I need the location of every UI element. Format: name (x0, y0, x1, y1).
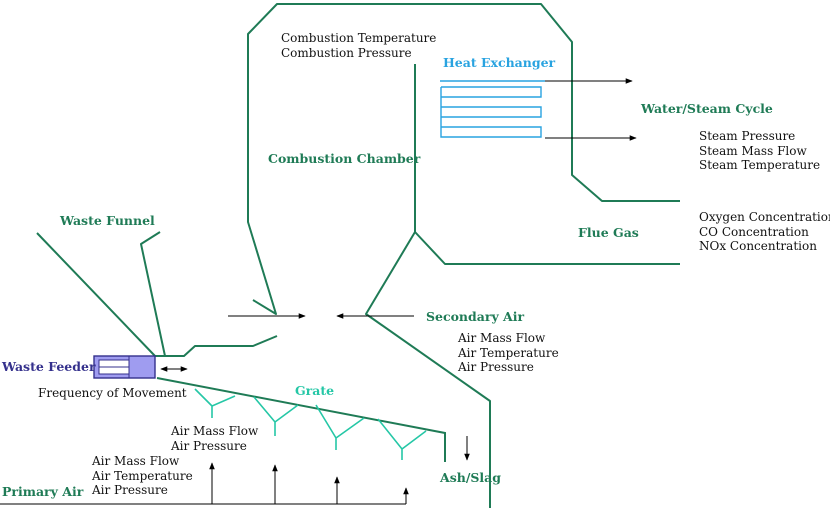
primary-air-label: Primary Air (2, 484, 84, 499)
combustion-temperature-label: Combustion Temperature (281, 31, 437, 45)
steam-pressure-label: Steam Pressure (699, 129, 796, 143)
grate-air-measurements: Air Mass Flow Air Pressure (171, 424, 258, 453)
flow-arrows (0, 78, 637, 505)
combustion-pressure-label: Combustion Pressure (281, 45, 412, 60)
heat-exchanger-coil (440, 80, 545, 138)
oxygen-concentration-label: Oxygen Concentration (699, 210, 830, 224)
nox-concentration-label: NOx Concentration (699, 239, 817, 253)
flue-gas-label: Flue Gas (578, 225, 639, 240)
ash-slag-label: Ash/Slag (440, 470, 502, 485)
grate-distributors (194, 388, 427, 460)
grate-air-mass-flow-label: Air Mass Flow (171, 424, 259, 438)
combustion-measurements: Combustion Temperature Combustion Pressu… (281, 31, 436, 60)
grate-floor (156, 377, 446, 462)
waste-feeder-label: Waste Feeder (2, 359, 96, 374)
primary-air-pressure-label: Air Pressure (92, 483, 168, 497)
flue-gas-measurements: Oxygen Concentration CO Concentration NO… (699, 210, 830, 254)
heat-exchanger-label: Heat Exchanger (443, 55, 556, 70)
secondary-air-pressure-label: Air Pressure (458, 360, 534, 374)
steam-measurements: Steam Pressure Steam Mass Flow Steam Tem… (699, 129, 820, 173)
water-steam-cycle-label: Water/Steam Cycle (641, 101, 773, 116)
primary-air-mass-flow-label: Air Mass Flow (92, 454, 180, 468)
waste-feeder-block (93, 355, 156, 379)
secondary-air-label: Secondary Air (426, 309, 525, 324)
co-concentration-label: CO Concentration (699, 224, 809, 239)
furnace-outline (247, 3, 680, 508)
primary-air-measurements: Air Mass Flow Air Temperature Air Pressu… (92, 454, 193, 498)
grate-air-pressure-label: Air Pressure (171, 438, 247, 453)
waste-funnel-label: Waste Funnel (60, 213, 155, 228)
grate-label: Grate (295, 383, 335, 398)
secondary-air-mass-flow-label: Air Mass Flow (458, 331, 546, 345)
primary-air-temperature-label: Air Temperature (92, 468, 193, 483)
frequency-of-movement-label: Frequency of Movement (38, 386, 187, 400)
secondary-air-measurements: Air Mass Flow Air Temperature Air Pressu… (458, 331, 559, 375)
combustion-chamber-label: Combustion Chamber (268, 151, 421, 166)
steam-mass-flow-label: Steam Mass Flow (699, 143, 807, 158)
secondary-air-temperature-label: Air Temperature (458, 345, 559, 360)
waste-funnel-outline (36, 231, 278, 357)
steam-temperature-label: Steam Temperature (699, 158, 821, 172)
